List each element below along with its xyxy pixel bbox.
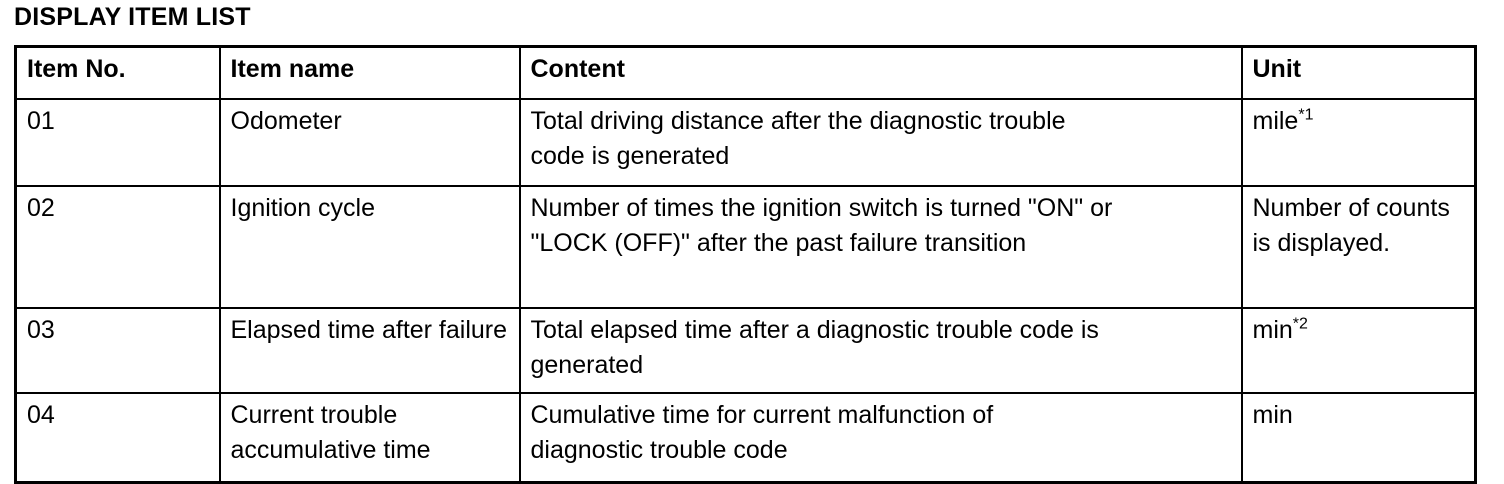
unit-text: mile*1 (1253, 104, 1466, 139)
unit-text: min*2 (1253, 313, 1466, 348)
table-row: 04 Current trouble accumulative time Cum… (14, 392, 1477, 484)
column-header-item-name: Item name (218, 45, 521, 100)
table-row: 01 Odometer Total driving distance after… (14, 98, 1477, 187)
cell-content: Total elapsed time after a diagnostic tr… (518, 307, 1243, 394)
unit-value: mile (1252, 107, 1299, 135)
cell-item-name: Ignition cycle (218, 185, 521, 309)
item-name-text: Odometer (230, 107, 342, 135)
item-no-text: 04 (27, 401, 55, 429)
cell-unit: mile*1 (1240, 98, 1477, 187)
column-header-content: Content (518, 45, 1243, 100)
cell-content: Number of times the ignition switch is t… (518, 185, 1243, 309)
content-text: Cumulative time for current malfunction … (530, 401, 994, 464)
content-text: Total driving distance after the diagnos… (530, 107, 1066, 170)
column-header-item-no: Item No. (14, 45, 221, 100)
item-name-text: Ignition cycle (230, 194, 376, 222)
unit-text: Number of counts is displayed. (1253, 191, 1466, 261)
item-no-text: 02 (27, 194, 55, 222)
cell-item-name: Odometer (218, 98, 521, 187)
table-row: 02 Ignition cycle Number of times the ig… (14, 185, 1477, 309)
cell-item-no: 04 (14, 392, 221, 484)
content-text: Number of times the ignition switch is t… (530, 194, 1113, 257)
cell-item-name: Elapsed time after failure (218, 307, 521, 394)
table-header-row: Item No. Item name Content Unit (14, 45, 1477, 100)
cell-item-no: 02 (14, 185, 221, 309)
item-no-text: 03 (27, 316, 55, 344)
unit-value: min (1252, 401, 1293, 429)
cell-unit: Number of counts is displayed. (1240, 185, 1477, 309)
document-page: DISPLAY ITEM LIST Item No. Item name Con… (14, 3, 1477, 484)
display-item-list-table: Item No. Item name Content Unit 01 Odome… (14, 45, 1477, 484)
cell-content: Cumulative time for current malfunction … (518, 392, 1243, 484)
cell-unit: min*2 (1240, 307, 1477, 394)
cell-unit: min (1240, 392, 1477, 484)
table-row: 03 Elapsed time after failure Total elap… (14, 307, 1477, 394)
unit-value: Number of counts is displayed. (1252, 194, 1450, 257)
cell-item-no: 03 (14, 307, 221, 394)
cell-item-no: 01 (14, 98, 221, 187)
cell-item-name: Current trouble accumulative time (218, 392, 521, 484)
item-name-text: Elapsed time after failure (230, 316, 508, 344)
unit-footnote-marker: *2 (1292, 315, 1308, 333)
column-header-unit: Unit (1240, 45, 1477, 100)
cell-content: Total driving distance after the diagnos… (518, 98, 1243, 187)
content-text: Total elapsed time after a diagnostic tr… (530, 316, 1099, 379)
unit-footnote-marker: *1 (1298, 106, 1314, 124)
item-no-text: 01 (27, 107, 55, 135)
unit-value: min (1252, 316, 1293, 344)
item-name-text: Current trouble accumulative time (230, 401, 431, 464)
unit-text: min (1253, 398, 1466, 433)
page-title: DISPLAY ITEM LIST (14, 3, 251, 31)
